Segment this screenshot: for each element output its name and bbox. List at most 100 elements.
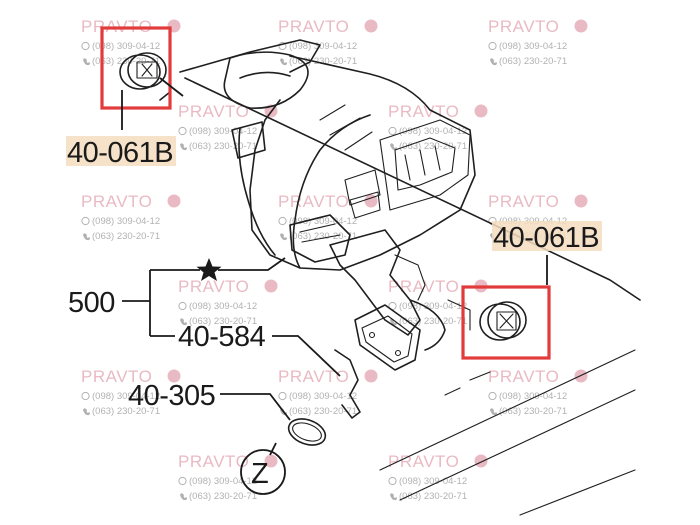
- watermark-brand: PRAVTO: [278, 17, 349, 36]
- phone-icon: [83, 233, 90, 241]
- watermark-brand: PRAVTO: [178, 452, 249, 471]
- watermark: PRAVTO (098) 309-04-12 (063) 230-20-71: [278, 192, 378, 242]
- watermark-brand: PRAVTO: [278, 192, 349, 211]
- watermark-logo-icon: [364, 194, 378, 208]
- watermark-logo-icon: [167, 194, 181, 208]
- phone-icon: [490, 408, 497, 416]
- rubber-bushing-top: [119, 52, 167, 90]
- label-highlight-top: [66, 136, 176, 166]
- viber-icon: [388, 126, 397, 136]
- watermark-phone: (063) 230-20-71: [92, 406, 160, 417]
- watermark-phone: (063) 230-20-71: [399, 316, 467, 327]
- watermark-phone: (098) 309-04-12: [399, 476, 467, 487]
- phone-icon: [180, 143, 187, 151]
- phone-icon: [390, 318, 397, 326]
- part-label-40-061B-top: 40-061B: [67, 137, 173, 169]
- watermark-phone: (098) 309-04-12: [189, 126, 257, 137]
- watermark-phone: (098) 309-04-12: [399, 126, 467, 137]
- star-icon: [196, 258, 222, 281]
- watermark-phone: (063) 230-20-71: [189, 491, 257, 502]
- watermark-brand: PRAVTO: [488, 17, 559, 36]
- detail-marker-label: Z: [251, 458, 268, 490]
- watermark-logo-icon: [574, 19, 588, 33]
- watermark: PRAVTO (098) 309-04-12 (063) 230-20-71: [488, 367, 588, 417]
- watermark-brand: PRAVTO: [488, 192, 559, 211]
- watermark: PRAVTO (098) 309-04-12 (063) 230-20-71: [81, 17, 181, 67]
- highlight-box-top: [100, 26, 172, 110]
- watermark-brand: PRAVTO: [81, 192, 152, 211]
- watermark-phone: (063) 230-20-71: [289, 406, 357, 417]
- phone-icon: [83, 408, 90, 416]
- viber-icon: [278, 41, 287, 51]
- watermark-logo-icon: [364, 369, 378, 383]
- watermark-brand: PRAVTO: [388, 277, 459, 296]
- viber-icon: [488, 41, 497, 51]
- watermark-phone: (063) 230-20-71: [289, 56, 357, 67]
- phone-icon: [490, 58, 497, 66]
- watermark-phone: (063) 230-20-71: [189, 316, 257, 327]
- watermark-brand: PRAVTO: [488, 367, 559, 386]
- watermark-brand: PRAVTO: [388, 452, 459, 471]
- watermark: PRAVTO (098) 309-04-12 (063) 230-20-71: [388, 452, 488, 502]
- watermark-phone: (098) 309-04-12: [499, 391, 567, 402]
- viber-icon: [388, 476, 397, 486]
- phone-icon: [390, 493, 397, 501]
- watermark-brand: PRAVTO: [278, 367, 349, 386]
- phone-icon: [280, 233, 287, 241]
- viber-icon: [81, 41, 90, 51]
- watermark-logo-icon: [167, 369, 181, 383]
- watermark-phone: (098) 309-04-12: [289, 391, 357, 402]
- watermark-logo-icon: [264, 279, 278, 293]
- phone-icon: [280, 58, 287, 66]
- watermark-phone: (098) 309-04-12: [92, 41, 160, 52]
- watermark-layer: PRAVTO (098) 309-04-12 (063) 230-20-71 P…: [81, 17, 588, 502]
- watermark: PRAVTO (098) 309-04-12 (063) 230-20-71: [178, 452, 278, 502]
- watermark-phone: (098) 309-04-12: [289, 41, 357, 52]
- watermark-phone: (098) 309-04-12: [189, 301, 257, 312]
- watermark-logo-icon: [474, 104, 488, 118]
- watermark-phone: (098) 309-04-12: [189, 476, 257, 487]
- phone-icon: [83, 58, 90, 66]
- label-highlight-right: [492, 221, 602, 251]
- viber-icon: [278, 391, 287, 401]
- phone-icon: [180, 318, 187, 326]
- watermark: PRAVTO (098) 309-04-12 (063) 230-20-71: [81, 367, 181, 417]
- watermark-phone: (098) 309-04-12: [289, 216, 357, 227]
- watermark-logo-icon: [364, 19, 378, 33]
- watermark: PRAVTO (098) 309-04-12 (063) 230-20-71: [388, 102, 488, 152]
- viber-icon: [178, 301, 187, 311]
- watermark-phone: (063) 230-20-71: [92, 231, 160, 242]
- watermark: PRAVTO (098) 309-04-12 (063) 230-20-71: [278, 17, 378, 67]
- part-label-40-061B-right: 40-061B: [493, 222, 599, 254]
- muffler-assembly: [179, 39, 476, 419]
- body-panel-outline: [159, 77, 641, 516]
- viber-icon: [81, 391, 90, 401]
- watermark-phone: (063) 230-20-71: [399, 141, 467, 152]
- watermark: PRAVTO (098) 309-04-12 (063) 230-20-71: [81, 192, 181, 242]
- watermark-phone: (063) 230-20-71: [92, 56, 160, 67]
- phone-icon: [180, 493, 187, 501]
- gasket-ring: [287, 418, 327, 446]
- watermark-logo-icon: [474, 454, 488, 468]
- viber-icon: [178, 476, 187, 486]
- watermark: PRAVTO (098) 309-04-12 (063) 230-20-71: [278, 367, 378, 417]
- viber-icon: [278, 216, 287, 226]
- watermark-phone: (063) 230-20-71: [189, 141, 257, 152]
- watermark-phone: (098) 309-04-12: [92, 391, 160, 402]
- watermark-brand: PRAVTO: [178, 277, 249, 296]
- rubber-bushing-right: [479, 301, 527, 341]
- watermark-phone: (098) 309-04-12: [499, 41, 567, 52]
- watermark-phone: (098) 309-04-12: [92, 216, 160, 227]
- viber-icon: [178, 126, 187, 136]
- viber-icon: [81, 216, 90, 226]
- watermark-brand: PRAVTO: [388, 102, 459, 121]
- watermark-phone: (063) 230-20-71: [399, 491, 467, 502]
- detail-marker-z: Z: [240, 449, 286, 495]
- viber-icon: [488, 391, 497, 401]
- watermark-phone: (063) 230-20-71: [499, 56, 567, 67]
- watermark: PRAVTO (098) 309-04-12 (063) 230-20-71: [388, 277, 488, 327]
- highlight-box-right: [461, 285, 551, 360]
- watermark-phone: (063) 230-20-71: [499, 406, 567, 417]
- watermark-brand: PRAVTO: [81, 367, 152, 386]
